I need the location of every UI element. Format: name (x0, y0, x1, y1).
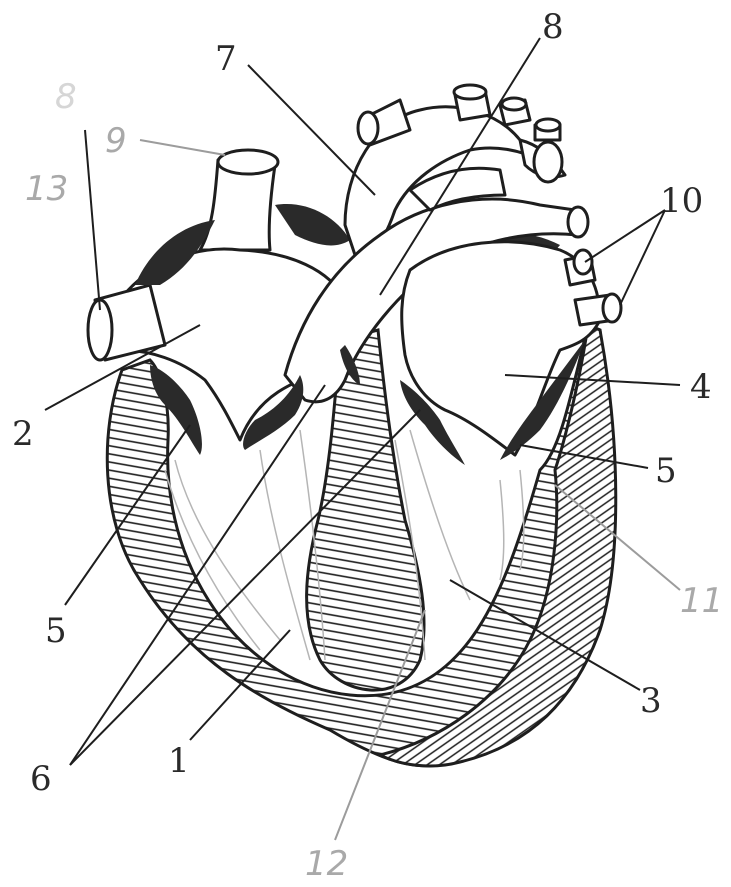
label-5-left: 5 (45, 611, 67, 651)
pulmonary-vein-upper-opening (574, 250, 592, 274)
aorta-branch-3-opening (502, 98, 526, 110)
label-11: 11 (680, 581, 723, 621)
aorta-branch-4-opening (536, 119, 560, 131)
leader-13 (85, 130, 100, 310)
aorta-branch-2-opening (454, 85, 486, 99)
atrial-shadow-mid (275, 204, 350, 245)
label-9: 9 (105, 121, 127, 161)
pulmonary-artery-opening (568, 207, 588, 237)
label-13: 13 (25, 169, 68, 209)
label-12: 12 (305, 844, 348, 884)
leader-9 (140, 140, 225, 155)
label-10: 10 (660, 181, 703, 221)
label-2: 2 (12, 414, 34, 454)
label-3: 3 (640, 681, 662, 721)
pulmonary-vein-lower-opening (603, 294, 621, 322)
label-1: 1 (168, 741, 190, 781)
label-faint-top: 8 (55, 77, 77, 117)
label-8: 8 (542, 7, 564, 47)
label-7: 7 (215, 39, 237, 79)
aorta-descending-opening (534, 142, 562, 182)
label-6: 6 (30, 759, 52, 799)
label-5-right: 5 (655, 451, 677, 491)
superior-vena-cava-opening (218, 150, 278, 174)
aorta-branch-1-opening (358, 112, 378, 144)
label-4: 4 (690, 367, 712, 407)
